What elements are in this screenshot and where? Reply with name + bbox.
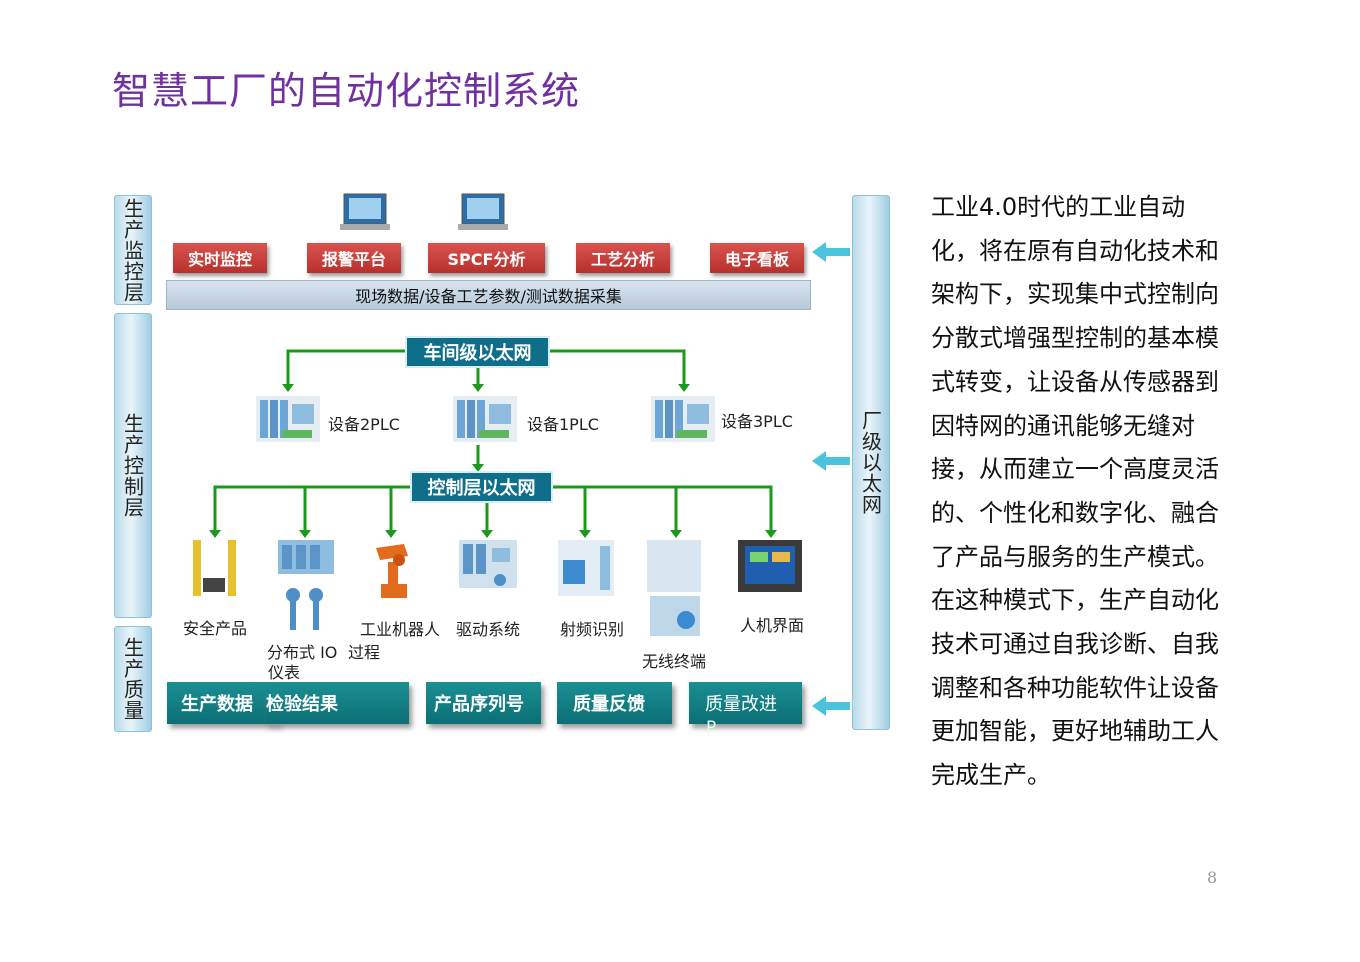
- computer-icon: [458, 193, 508, 230]
- page-title: 智慧工厂的自动化控制系统: [112, 69, 581, 113]
- description-paragraph: 工业4.0时代的工业自动化，将在原有自动化技术和架构下，实现集中式控制向分散式增…: [931, 193, 1219, 790]
- plc-icon: [651, 396, 715, 442]
- layer-monitor-label: 生产监控层: [120, 197, 145, 303]
- plc-label-1: 设备1PLC: [527, 415, 599, 434]
- quality-improvement-overflow: P: [706, 718, 717, 738]
- workshop-ethernet-label: 车间级以太网: [405, 336, 550, 368]
- quality-button-inspection[interactable]: 检验结果: [266, 682, 409, 724]
- factory-net-arrows: [812, 242, 850, 716]
- quality-button-production-data[interactable]: 生产数据: [167, 682, 279, 724]
- device-label-robot: 工业机器人: [360, 620, 441, 639]
- layer-quality-label: 生产质量: [120, 637, 145, 721]
- device-label-io: 分布式 IO: [267, 643, 338, 662]
- monitor-button-alarm[interactable]: 报警平台: [307, 243, 401, 273]
- quality-button-serial[interactable]: 产品序列号: [426, 682, 541, 724]
- monitor-button-realtime[interactable]: 实时监控: [173, 243, 267, 273]
- quality-button-feedback[interactable]: 质量反馈: [557, 682, 672, 724]
- layer-monitor: 生产监控层: [114, 195, 152, 305]
- layer-quality: 生产质量: [114, 626, 152, 732]
- layer-control-label: 生产控制层: [120, 413, 145, 518]
- device-label-safety: 安全产品: [183, 619, 248, 638]
- device-label-rfid: 射频识别: [560, 620, 625, 639]
- monitor-button-board[interactable]: 电子看板: [710, 243, 804, 273]
- monitor-button-process[interactable]: 工艺分析: [576, 243, 670, 273]
- wireless-terminal-icon: [647, 540, 701, 636]
- io-module-icon: [278, 540, 334, 574]
- rfid-icon: [558, 540, 614, 596]
- device-label-process: 过程: [348, 643, 381, 662]
- hmi-icon: [738, 540, 802, 592]
- quality-improvement-label: 质量改进: [705, 694, 777, 715]
- plc-label-2: 设备2PLC: [328, 415, 400, 434]
- data-collection-bar: 现场数据/设备工艺参数/测试数据采集: [166, 280, 811, 310]
- drive-icon: [459, 540, 517, 588]
- robot-arm-icon: [376, 544, 408, 598]
- device-label-instrument: 仪表: [268, 663, 301, 682]
- plc-label-3: 设备3PLC: [721, 412, 793, 431]
- factory-ethernet-bar: 厂级以太网: [852, 195, 890, 730]
- instrument-icon: [286, 588, 323, 630]
- arrow-heads: [209, 384, 777, 538]
- control-ethernet-label: 控制层以太网: [410, 471, 553, 503]
- light-curtain-icon: [193, 540, 236, 596]
- workshop-net-lines: [213, 349, 773, 532]
- computer-icon: [340, 193, 390, 230]
- plc-icon: [256, 396, 320, 442]
- device-label-wireless: 无线终端: [642, 652, 707, 671]
- device-label-hmi: 人机界面: [740, 616, 805, 635]
- monitor-button-spcf[interactable]: SPCF分析: [428, 243, 545, 273]
- quality-button-improvement[interactable]: 质量改进: [689, 682, 802, 724]
- layer-control: 生产控制层: [114, 313, 152, 618]
- page-number: 8: [1207, 868, 1218, 887]
- plc-icon: [453, 396, 517, 442]
- device-label-drive: 驱动系统: [456, 620, 521, 639]
- factory-ethernet-label: 厂级以太网: [858, 410, 883, 515]
